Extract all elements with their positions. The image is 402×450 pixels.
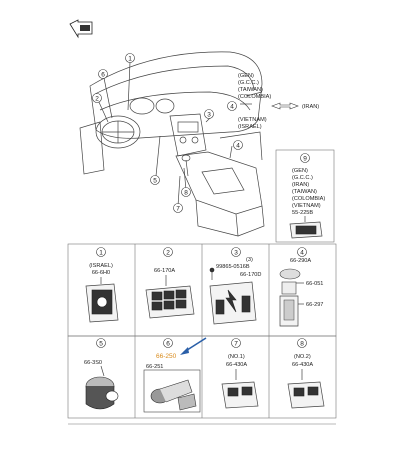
svg-text:2: 2 xyxy=(166,250,170,257)
svg-text:(ISRAEL): (ISRAEL) xyxy=(238,124,262,130)
grid-cell-4: 4 66-290A 66-051 66-297 xyxy=(279,247,323,327)
svg-text:66-051: 66-051 xyxy=(306,281,323,287)
double-arrow-icon xyxy=(271,102,299,110)
svg-text:9: 9 xyxy=(303,156,307,163)
svg-text:(COLOMBIA): (COLOMBIA) xyxy=(292,196,325,202)
svg-text:(TAIWAN): (TAIWAN) xyxy=(292,189,317,195)
svg-text:5: 5 xyxy=(153,178,157,185)
svg-text:66-170D: 66-170D xyxy=(240,272,261,278)
highlighted-part-number: 66-250 xyxy=(156,353,177,360)
overview-callout-2: 2 xyxy=(92,93,102,103)
svg-text:66-3S0: 66-3S0 xyxy=(84,360,102,366)
svg-text:1: 1 xyxy=(128,56,132,63)
dashboard-overview-drawing xyxy=(79,51,265,237)
overview-callout-8: 8 xyxy=(181,187,191,197)
svg-text:66-251: 66-251 xyxy=(146,364,163,370)
svg-text:3: 3 xyxy=(234,250,238,257)
svg-text:66-430A: 66-430A xyxy=(292,362,313,368)
svg-text:(IRAN): (IRAN) xyxy=(302,104,319,110)
svg-text:(IRAN): (IRAN) xyxy=(292,182,309,188)
svg-text:(3): (3) xyxy=(246,257,253,263)
svg-text:66-170A: 66-170A xyxy=(154,268,175,274)
svg-text:(G.C.C.): (G.C.C.) xyxy=(238,80,259,86)
svg-text:(NO.2): (NO.2) xyxy=(294,354,311,360)
grid-cell-1: 1 (ISRAEL) 66-6H0 xyxy=(85,247,119,323)
svg-text:66-430A: 66-430A xyxy=(226,362,247,368)
grid-cell-8: 8 (NO.2) 66-430A xyxy=(287,338,325,409)
detail-box-9: 9 (GEN) (G.C.C.) (IRAN) (TAIWAN) (COLOMB… xyxy=(275,149,335,243)
overview-callout-5: 5 xyxy=(150,175,160,185)
forward-arrow-icon xyxy=(69,19,93,39)
svg-text:7: 7 xyxy=(234,341,238,348)
svg-text:3: 3 xyxy=(207,112,211,119)
svg-text:(COLOMBIA): (COLOMBIA) xyxy=(238,94,271,100)
grid-cell-7: 7 (NO.1) 66-430A xyxy=(221,338,259,409)
overview-callout-1: 1 xyxy=(125,53,135,63)
svg-text:5: 5 xyxy=(99,341,103,348)
grid-cell-2: 2 66-170A xyxy=(145,247,195,319)
grid-cell-3: 3 (3) 99865-0516B 66-170D xyxy=(209,247,261,325)
svg-text:4: 4 xyxy=(230,104,234,111)
overview-callout-4b: 4 xyxy=(233,140,243,150)
svg-text:66-6H0: 66-6H0 xyxy=(92,270,110,276)
svg-text:(VIETNAM): (VIETNAM) xyxy=(292,203,321,209)
svg-text:4: 4 xyxy=(236,143,240,150)
svg-text:(GEN): (GEN) xyxy=(292,168,308,174)
svg-text:(NO.1): (NO.1) xyxy=(228,354,245,360)
svg-text:6: 6 xyxy=(101,72,105,79)
svg-text:99865-0516B: 99865-0516B xyxy=(216,264,250,270)
svg-text:8: 8 xyxy=(184,190,188,197)
svg-text:(GEN): (GEN) xyxy=(238,73,254,79)
svg-text:(G.C.C.): (G.C.C.) xyxy=(292,175,313,181)
svg-text:66-290A: 66-290A xyxy=(290,258,311,264)
overview-callout-6: 6 xyxy=(98,69,108,79)
overview-callout-4: 4 xyxy=(227,101,237,111)
overview-callout-3: 3 xyxy=(204,109,214,119)
svg-text:2: 2 xyxy=(95,96,99,103)
parts-grid xyxy=(67,243,337,425)
svg-text:7: 7 xyxy=(176,206,180,213)
svg-text:6: 6 xyxy=(166,341,170,348)
svg-text:55-225B: 55-225B xyxy=(292,210,313,216)
svg-text:1: 1 xyxy=(99,250,103,257)
svg-text:(VIETNAM): (VIETNAM) xyxy=(238,117,267,123)
svg-text:4: 4 xyxy=(300,250,304,257)
svg-text:(TAIWAN): (TAIWAN) xyxy=(238,87,263,93)
svg-text:8: 8 xyxy=(300,341,304,348)
svg-text:(ISRAEL): (ISRAEL) xyxy=(89,263,113,269)
grid-cell-6: 6 66-250 66-251 xyxy=(143,337,207,413)
overview-callout-7: 7 xyxy=(173,203,183,213)
svg-text:66-297: 66-297 xyxy=(306,302,323,308)
market-note: (GEN) (G.C.C.) (TAIWAN) (COLOMBIA) (VIET… xyxy=(238,73,319,130)
grid-cell-5: 5 66-3S0 xyxy=(84,338,119,410)
